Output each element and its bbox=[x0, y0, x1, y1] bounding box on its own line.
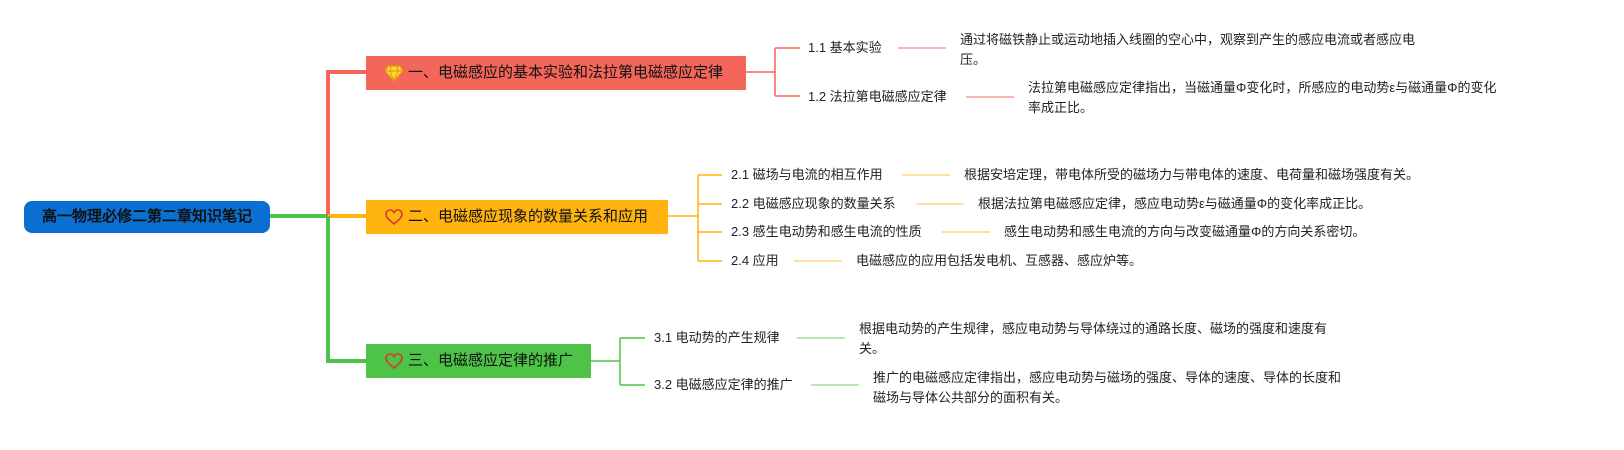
subtopic-3-1[interactable]: 3.1 电动势的产生规律 bbox=[654, 330, 780, 345]
subtopic-3-2[interactable]: 3.2 电磁感应定律的推广 bbox=[654, 377, 793, 392]
subtopic-2-3[interactable]: 2.3 感生电动势和感生电流的性质 bbox=[731, 224, 922, 239]
subtopic-1-1[interactable]: 1.1 基本实验 bbox=[808, 40, 882, 55]
branch-title: 三、电磁感应定律的推广 bbox=[408, 352, 574, 369]
root-topic[interactable]: 高一物理必修二第二章知识笔记 bbox=[24, 201, 270, 233]
note-2-1: 根据安培定理，带电体所受的磁场力与带电体的速度、电荷量和磁场强度有关。 bbox=[964, 167, 1420, 182]
subtopic-1-2[interactable]: 1.2 法拉第电磁感应定律 bbox=[808, 89, 947, 104]
note-1-1: 通过将磁铁静止或运动地插入线圈的空心中，观察到产生的感应电流或者感应电压。 bbox=[960, 32, 1416, 67]
heart-icon bbox=[385, 209, 403, 226]
branch-topic-3[interactable]: 三、电磁感应定律的推广 bbox=[366, 344, 591, 378]
note-1-2: 法拉第电磁感应定律指出，当磁通量Φ变化时，所感应的电动势ε与磁通量Φ的变化率成正… bbox=[1028, 80, 1497, 115]
note-2-4: 电磁感应的应用包括发电机、互感器、感应炉等。 bbox=[856, 253, 1143, 268]
branch-topic-2[interactable]: 二、电磁感应现象的数量关系和应用 bbox=[366, 200, 668, 234]
subtopic-2-2[interactable]: 2.2 电磁感应现象的数量关系 bbox=[731, 196, 896, 211]
branch-topic-1[interactable]: 一、电磁感应的基本实验和法拉第电磁感应定律 bbox=[366, 56, 746, 90]
subtopic-2-4[interactable]: 2.4 应用 bbox=[731, 253, 779, 268]
note-3-2: 推广的电磁感应定律指出，感应电动势与磁场的强度、导体的速度、导体的长度和磁场与导… bbox=[873, 370, 1342, 405]
note-3-1: 根据电动势的产生规律，感应电动势与导体绕过的通路长度、磁场的强度和速度有关。 bbox=[859, 321, 1328, 356]
note-2-2: 根据法拉第电磁感应定律，感应电动势ε与磁通量Φ的变化率成正比。 bbox=[978, 196, 1372, 211]
branch-title: 二、电磁感应现象的数量关系和应用 bbox=[408, 208, 649, 225]
subtopic-2-1[interactable]: 2.1 磁场与电流的相互作用 bbox=[731, 167, 883, 182]
note-2-3: 感生电动势和感生电流的方向与改变磁通量Φ的方向关系密切。 bbox=[1004, 224, 1366, 239]
branch-title: 一、电磁感应的基本实验和法拉第电磁感应定律 bbox=[408, 64, 724, 81]
heart-icon bbox=[385, 353, 403, 370]
gem-icon bbox=[384, 65, 404, 83]
